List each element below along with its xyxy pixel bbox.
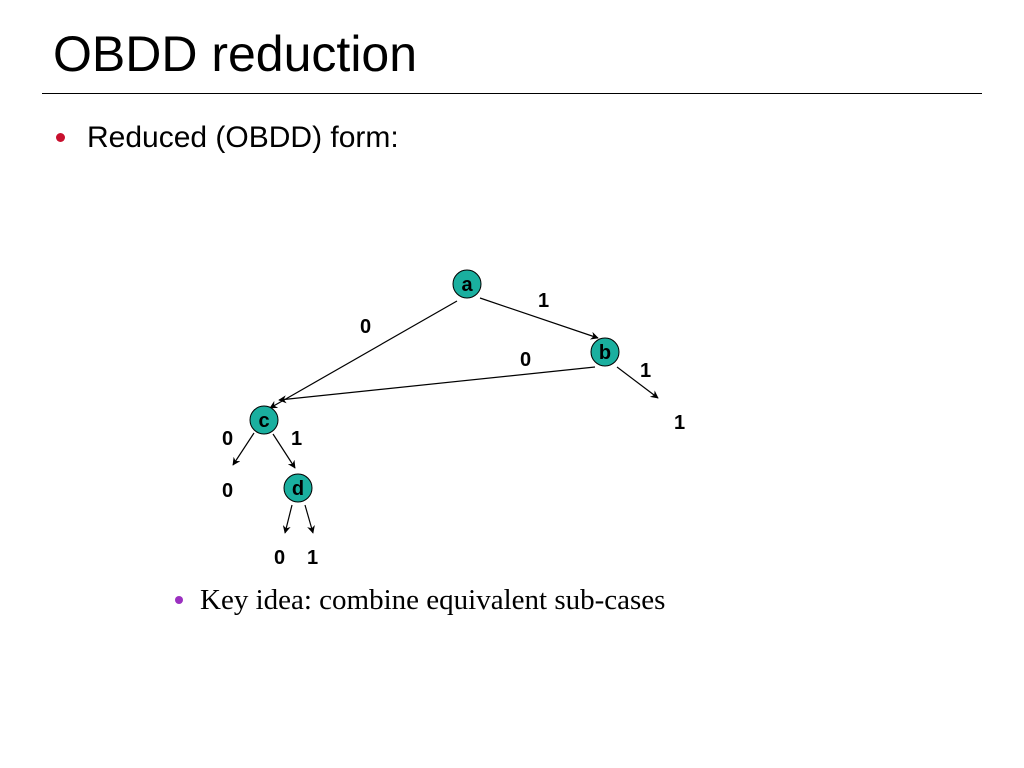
terminal-d-zero: 0 bbox=[274, 547, 285, 569]
edge-label-b-one: 1 bbox=[640, 360, 651, 382]
edge-label-b-c: 0 bbox=[520, 349, 531, 371]
title-divider bbox=[42, 93, 982, 94]
node-b: b bbox=[590, 337, 620, 367]
bullet-text: Reduced (OBDD) form: bbox=[87, 121, 399, 154]
edge-b-c bbox=[278, 366, 596, 404]
edge-d-one bbox=[304, 504, 315, 534]
node-d: d bbox=[283, 473, 313, 503]
node-c-circle bbox=[249, 405, 279, 435]
bullet-text: Key idea: combine equivalent sub-cases bbox=[200, 584, 666, 616]
edge-label-c-d: 1 bbox=[291, 428, 302, 450]
node-c-label: c bbox=[258, 410, 269, 432]
edge-b-one bbox=[616, 366, 659, 399]
edge-label-a-b: 1 bbox=[538, 290, 549, 312]
terminal-b-one: 1 bbox=[674, 412, 685, 434]
node-a-circle bbox=[452, 269, 482, 299]
node-d-label: d bbox=[292, 478, 304, 500]
terminal-d-one: 1 bbox=[307, 547, 318, 569]
edge-d-zero bbox=[282, 504, 293, 534]
node-d-circle bbox=[283, 473, 313, 503]
edge-c-zero bbox=[232, 432, 255, 466]
bullet-dot-icon bbox=[175, 596, 183, 605]
edge-label-a-c: 0 bbox=[360, 316, 371, 338]
bullet-reduced-form: Reduced (OBDD) form: bbox=[56, 118, 399, 158]
terminal-c-zero: 0 bbox=[222, 480, 233, 502]
bullet-dot-icon bbox=[56, 132, 65, 142]
node-c: c bbox=[249, 405, 279, 435]
bullet-key-idea: Key idea: combine equivalent sub-cases bbox=[175, 580, 665, 620]
edge-a-c bbox=[269, 300, 458, 409]
edge-c-d bbox=[272, 433, 296, 469]
node-b-circle bbox=[590, 337, 620, 367]
edge-a-b bbox=[479, 297, 599, 340]
node-a-label: a bbox=[461, 274, 473, 296]
node-a: a bbox=[452, 269, 482, 299]
slide-title: OBDD reduction bbox=[53, 26, 418, 82]
edge-label-c-zero: 0 bbox=[222, 428, 233, 450]
node-b-label: b bbox=[599, 342, 611, 364]
